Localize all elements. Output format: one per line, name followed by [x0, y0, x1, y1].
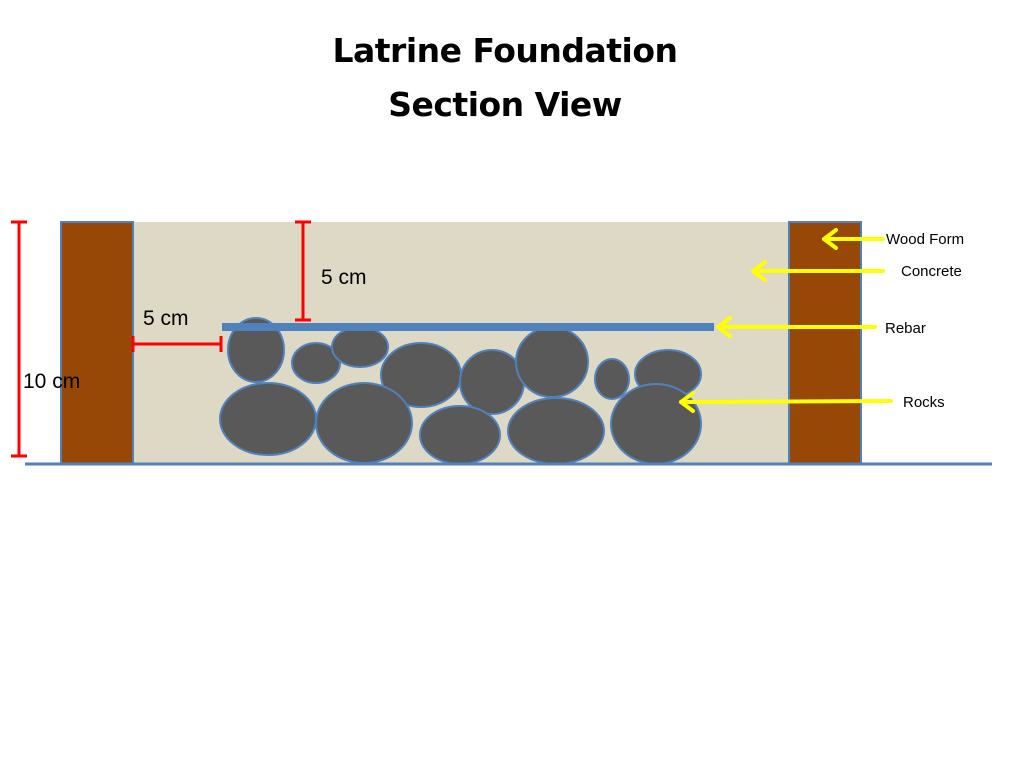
rock — [507, 397, 605, 464]
dimension-side-cover — [131, 336, 223, 352]
callout-rebar: Rebar — [885, 320, 926, 337]
rock — [419, 405, 501, 464]
page-title: Latrine Foundation Section View — [0, 24, 1010, 132]
title-line-2: Section View — [388, 85, 622, 124]
rock — [610, 383, 702, 464]
dimension-top-cover — [295, 220, 311, 322]
rebar-arrow-icon — [716, 316, 877, 338]
callout-wood-form: Wood Form — [886, 231, 964, 248]
rock — [219, 382, 317, 456]
wood-form-arrow-icon — [822, 228, 885, 250]
callout-rocks: Rocks — [903, 394, 945, 411]
rocks — [219, 317, 702, 464]
rock — [515, 326, 589, 398]
dimension-top-cover-label: 5 cm — [321, 266, 367, 289]
rocks-arrow-icon — [679, 391, 893, 413]
concrete-arrow-icon — [751, 260, 885, 282]
callout-concrete: Concrete — [901, 263, 962, 280]
wood-form-left — [60, 221, 134, 465]
title-line-1: Latrine Foundation — [332, 31, 678, 70]
rock — [459, 349, 525, 415]
rock — [594, 358, 630, 400]
rock — [331, 326, 389, 368]
dimension-side-cover-label: 5 cm — [143, 307, 189, 330]
wood-form-right — [788, 221, 862, 465]
dimension-total-height-label: 10 cm — [23, 370, 80, 393]
rock — [291, 342, 341, 384]
dimension-total-height — [11, 220, 27, 458]
rock — [227, 317, 285, 383]
callout-arrows — [679, 228, 893, 413]
rock — [315, 382, 413, 464]
